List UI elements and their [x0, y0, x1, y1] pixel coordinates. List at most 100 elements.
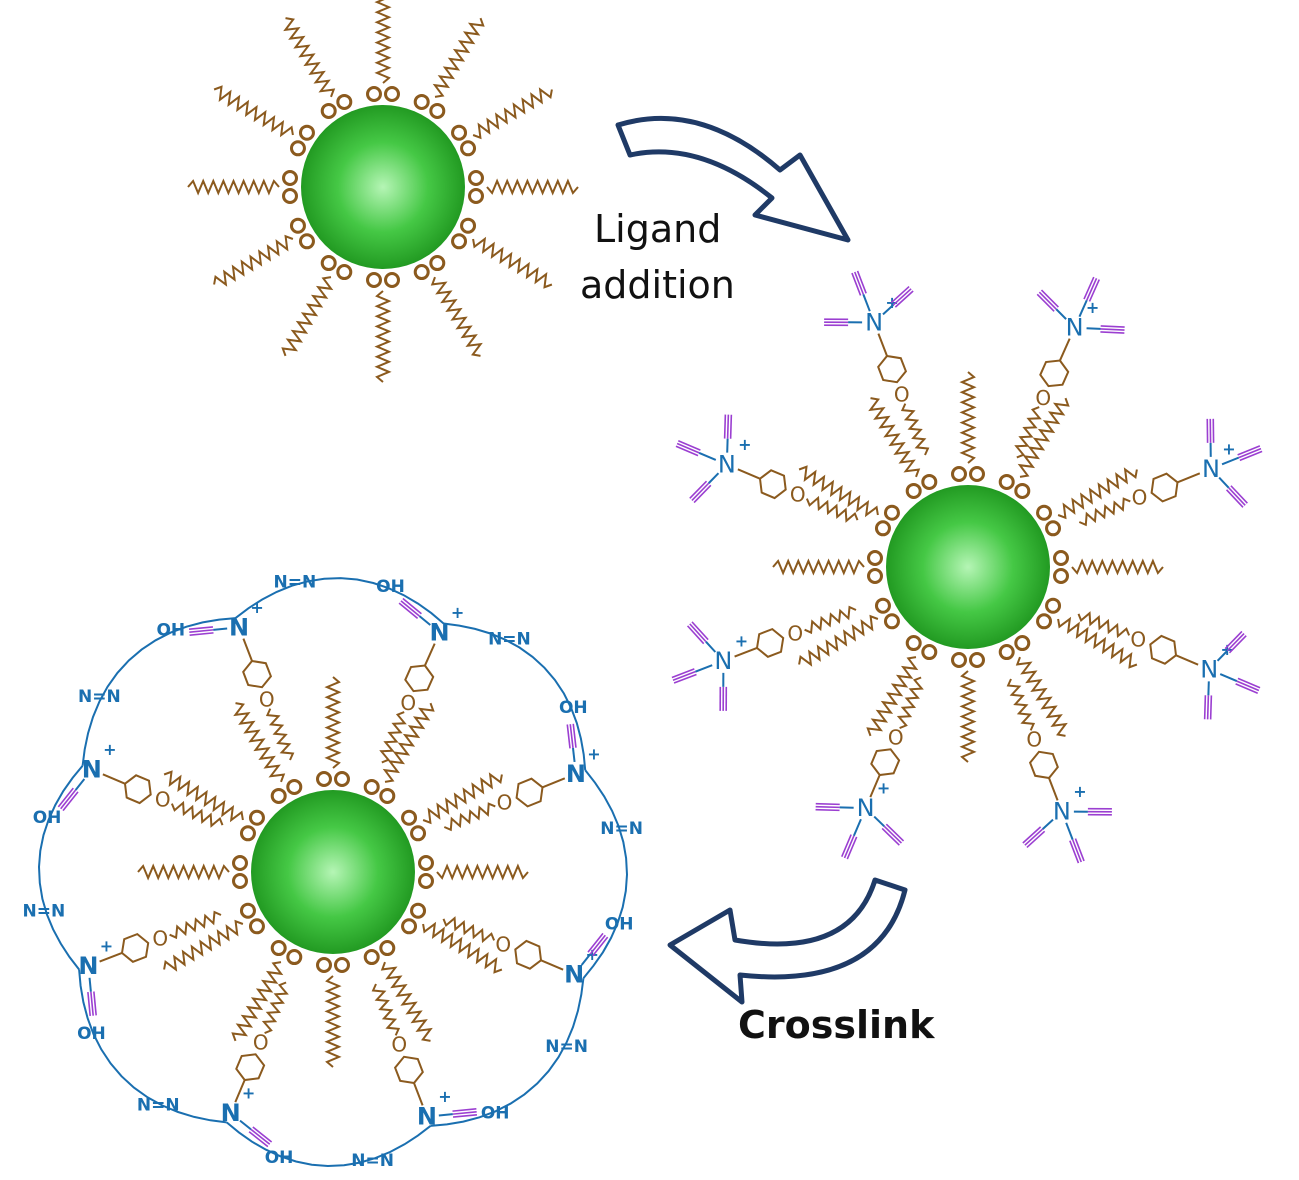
benzyl-bond [869, 774, 881, 798]
positive-charge-label: + [738, 435, 751, 454]
alkyne-icon [672, 670, 696, 681]
oleate-chain [213, 85, 294, 138]
benzene-ring-icon [1039, 359, 1070, 388]
alkoxy-chain [1078, 497, 1131, 527]
oleate-chain [374, 0, 392, 84]
alkoxy-chain [1006, 678, 1036, 731]
alkyne-icon [675, 445, 699, 457]
crosslink-chain [234, 577, 445, 625]
benzene-ring-icon [120, 932, 150, 963]
ammonium-nitrogen-label: N [718, 451, 736, 479]
propargyl-bond [239, 1119, 252, 1131]
carboxylate-oxygen-icon [363, 778, 380, 795]
carboxylate-oxygen-icon [418, 855, 434, 871]
alkyne-icon [1238, 447, 1262, 459]
alkyne-icon [592, 936, 609, 957]
oleate-chain [231, 961, 284, 1042]
alkyne-icon [1040, 289, 1059, 308]
nanoparticle-core [886, 485, 1050, 649]
carboxylate-oxygen-icon [320, 102, 337, 119]
carboxylate-oxygen-icon [232, 873, 248, 889]
alkyne-icon [1225, 489, 1244, 508]
carboxylate-oxygen-icon [905, 482, 922, 499]
alkyne-icon [843, 835, 855, 859]
carboxylate-oxygen-icon [883, 504, 900, 521]
benzyl-bond [99, 952, 123, 963]
carboxylate-oxygen-icon [905, 635, 922, 652]
oleate-chain [324, 975, 342, 1068]
alkoxy-chain [379, 711, 407, 764]
carboxylate-oxygen-icon [334, 957, 350, 973]
crosslink-chain [78, 969, 227, 1124]
carboxylate-oxygen-icon [451, 124, 468, 141]
oleate-chain [1071, 558, 1164, 576]
alkoxy-chain [1014, 406, 1042, 459]
positive-charge-label: + [587, 744, 600, 763]
carboxylate-oxygen-icon [282, 170, 298, 186]
oleate-chain [324, 676, 342, 769]
ammonium-nitrogen-label: N [221, 1099, 241, 1127]
alkyne-icon [890, 285, 910, 304]
ammonium-nitrogen-label: N [82, 756, 102, 784]
ether-oxygen-label: O [787, 621, 803, 645]
ammonium-nitrogen-label: N [865, 308, 883, 336]
benzyl-bond [242, 638, 253, 662]
carboxylate-oxygen-icon [379, 787, 396, 804]
positive-charge-label: + [250, 598, 263, 617]
propargyl-bond [873, 815, 885, 828]
alkyne-icon [723, 414, 727, 439]
propargyl-bond [1041, 818, 1054, 830]
oleate-chain [422, 772, 503, 825]
carboxylate-oxygen-icon [418, 873, 434, 889]
positive-charge-label: + [585, 945, 598, 964]
ammonium-nitrogen-label: N [564, 960, 584, 988]
alkyne-icon [1069, 840, 1080, 864]
alkyne-icon [726, 414, 730, 439]
alkyne-icon [452, 1111, 477, 1115]
oleate-chain [1057, 616, 1138, 669]
ether-oxygen-label: O [259, 687, 275, 711]
oleate-chain [868, 397, 921, 478]
alkyne-icon [1100, 331, 1125, 334]
propargyl-bond [418, 615, 431, 626]
alkyne-icon [1236, 680, 1260, 692]
carboxylate-oxygen-icon [1045, 597, 1062, 614]
alkyne-icon [815, 802, 840, 806]
ether-oxygen-label: O [894, 382, 910, 406]
crosslink-chain [37, 765, 84, 971]
alkyne-icon [689, 623, 707, 643]
alkoxy-chain [900, 403, 930, 456]
propargyl-bond [1078, 299, 1088, 318]
carboxylate-oxygen-icon [384, 86, 400, 102]
alkyne-icon [1235, 683, 1259, 694]
benzene-ring-icon [758, 469, 787, 500]
alkyne-icon [87, 991, 91, 1017]
benzene-ring-icon [404, 664, 435, 693]
ammonium-nitrogen-label: N [1202, 455, 1220, 483]
hydroxyl-label: OH [265, 1148, 294, 1168]
benzene-ring-icon [514, 939, 543, 970]
carboxylate-oxygen-icon [883, 613, 900, 630]
carboxylate-oxygen-icon [401, 809, 418, 826]
carboxylate-oxygen-icon [289, 140, 306, 157]
carboxylate-oxygen-icon [1014, 482, 1031, 499]
ether-oxygen-label: O [391, 1033, 407, 1057]
ammonium-nitrogen-label: N [229, 613, 249, 641]
ether-oxygen-label: O [155, 788, 171, 812]
ligand-addition-label-line2: addition [580, 263, 735, 307]
carboxylate-oxygen-icon [363, 949, 380, 966]
alkoxy-chain [805, 495, 859, 523]
alkyne-icon [892, 288, 912, 306]
benzene-ring-icon [515, 777, 544, 808]
carboxylate-oxygen-icon [460, 217, 477, 234]
propargyl-bond [1065, 822, 1074, 840]
oleate-chain [380, 961, 433, 1042]
alkyne-icon [1086, 277, 1098, 301]
alkyne-icon [729, 414, 733, 439]
propargyl-bond [695, 664, 713, 673]
positive-charge-label: + [1086, 298, 1099, 317]
carboxylate-oxygen-icon [384, 272, 400, 288]
crosslink-chain [430, 978, 585, 1127]
ammonium-nitrogen-label: N [78, 952, 98, 980]
carboxylate-oxygen-icon [410, 902, 427, 919]
